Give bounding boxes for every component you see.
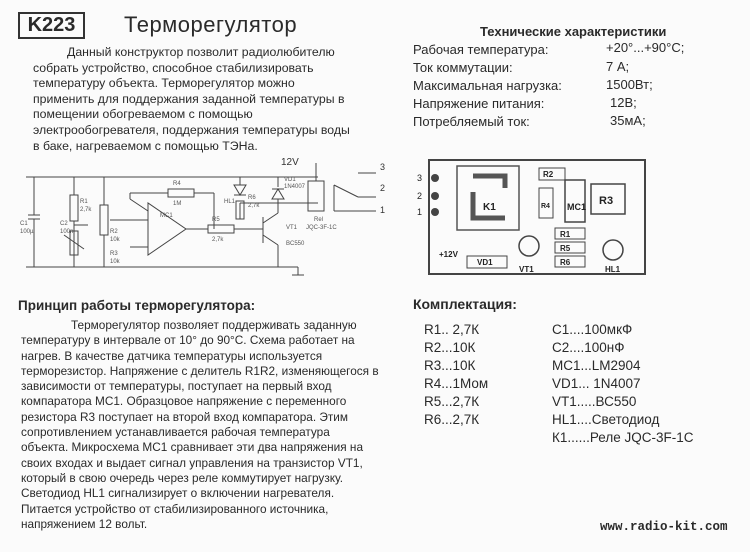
kit-item: VD1... 1N4007 xyxy=(552,376,641,391)
spec-value: 7 А; xyxy=(606,59,630,74)
principle-line: напряжением 12 вольт. xyxy=(21,516,148,531)
pcb-terminal: 3 xyxy=(417,173,422,183)
schematic-label: JQC-3F-1C xyxy=(306,225,337,231)
terminal-label: 3 xyxy=(380,162,385,172)
principle-line: резистора R3 поступает на второй вход ко… xyxy=(21,409,348,424)
spec-value: +20°...+90°С; xyxy=(606,40,685,55)
schematic-label: VT1 xyxy=(286,225,298,231)
schematic-label: 2,7k xyxy=(212,237,224,243)
pcb-label: R3 xyxy=(599,195,613,207)
kit-item: R5...2,7К xyxy=(424,394,480,409)
intro-line: помещении обогреваемом с помощью xyxy=(33,107,253,122)
kit-item: R6...2,7К xyxy=(424,412,480,427)
schematic-label: 2,7k xyxy=(80,207,92,213)
kit-item: С2....100нФ xyxy=(552,340,625,355)
supply-label: 12V xyxy=(281,157,299,168)
pcb-label: R1 xyxy=(560,230,571,239)
intro-line: в баке, нагреваемом с помощью ТЭНа. xyxy=(33,138,258,153)
schematic-label: Rel xyxy=(314,217,323,223)
schematic-label: 2,7k xyxy=(248,203,260,209)
kit-item: R2...10К xyxy=(424,340,476,355)
kit-item: С1....100мкФ xyxy=(552,322,633,337)
principle-heading: Принцип работы терморегулятора: xyxy=(18,298,256,313)
schematic-label: R3 xyxy=(110,251,118,257)
kit-item: R3...10К xyxy=(424,358,476,373)
principle-line: терморезистор. Напряжение с делитель R1R… xyxy=(21,363,379,378)
principle-line: температуру в интервале от 10° до 90°С. … xyxy=(21,333,355,348)
principle-line: сопротивлением устанавливается рабочая т… xyxy=(21,425,330,440)
spec-label: Рабочая температура: xyxy=(413,42,549,57)
kit-item: R4...1Мом xyxy=(424,376,489,391)
schematic-label: MC1 xyxy=(160,213,173,219)
spec-value: 1500Вт; xyxy=(606,77,653,92)
terminal-label: 1 xyxy=(380,205,385,215)
principle-line: Питается устройство от стабилизированног… xyxy=(21,501,329,516)
terminal-label: 2 xyxy=(380,183,385,193)
principle-line: зависимости от температуры, поступает на… xyxy=(21,379,332,394)
pcb-label: VD1 xyxy=(477,258,493,267)
schematic-label: BC550 xyxy=(286,241,305,247)
pcb-label: R6 xyxy=(560,258,571,267)
pcb-layout: 3 2 1 R2 MC1 R3 R1 R5 R6 K1 VD1 VT1 HL1 … xyxy=(417,159,646,275)
principle-line: компаратора МС1. Образцовое напряжение с… xyxy=(21,394,347,409)
intro-line: электрообогревателя, поддержания темпера… xyxy=(33,122,350,137)
schematic-label: 10k xyxy=(110,259,121,265)
principle-line: Светодиод HL1 сигнализирует о включении … xyxy=(21,486,335,501)
kit-item: R1.. 2,7К xyxy=(424,322,480,337)
kit-item: HL1....Светодиод xyxy=(552,412,660,427)
spec-value: 12В; xyxy=(610,95,637,110)
principle-line: своих входах и выдает сигнал управления … xyxy=(21,455,363,470)
intro-line: собрать устройство, способное стабилизир… xyxy=(33,60,314,75)
kit-code-box: K223 xyxy=(18,12,85,39)
schematic-label: R5 xyxy=(212,217,220,223)
schematic-label: C2 xyxy=(60,221,68,227)
circuit-schematic: R4 1M R1 2,7k C1 100µ C2 100n R2 10k R3 … xyxy=(20,157,385,276)
schematic-label: 100µ xyxy=(20,229,34,235)
intro-line: применить для поддержания заданной темпе… xyxy=(33,91,345,106)
schematic-label: R2 xyxy=(110,229,118,235)
schematic-label: HL1 xyxy=(224,199,236,205)
schematic-label: 10k xyxy=(110,237,121,243)
pcb-label: K1 xyxy=(483,202,496,213)
schematic-label: 1N4007 xyxy=(284,184,306,190)
pcb-label: VT1 xyxy=(519,265,534,274)
schematic-label: C1 xyxy=(20,221,28,227)
pcb-label: R4 xyxy=(541,203,550,210)
schematic-label: R4 xyxy=(173,181,181,187)
pcb-terminal: 1 xyxy=(417,207,422,217)
kit-item: К1......Реле JQC-3F-1C xyxy=(552,430,694,445)
pcb-terminal: 2 xyxy=(417,191,422,201)
principle-line: который в свою очередь через реле коммут… xyxy=(21,470,344,485)
pcb-label: MC1 xyxy=(567,202,586,212)
intro-paragraph: Данный конструктор позволит радиолюбител… xyxy=(33,45,375,154)
principle-line: нагрев. В качестве датчика температуры и… xyxy=(21,348,323,363)
schematic-label: 100n xyxy=(60,229,73,235)
spec-value: 35мА; xyxy=(610,113,646,128)
principle-line: объекта. Микросхема МС1 сравнивает эти д… xyxy=(21,440,363,455)
website-link[interactable]: www.radio-kit.com xyxy=(600,520,728,534)
spec-label: Ток коммутации: xyxy=(413,60,513,75)
spec-label: Потребляемый ток: xyxy=(413,114,530,129)
intro-line: Данный конструктор позволит радиолюбител… xyxy=(67,45,335,59)
page-title: Терморегулятор xyxy=(124,12,298,37)
spec-label: Максимальная нагрузка: xyxy=(413,78,562,93)
schematic-label: R1 xyxy=(80,199,88,205)
principle-line: Терморегулятор позволяет поддерживать за… xyxy=(71,318,357,332)
kit-heading: Комплектация: xyxy=(413,296,517,312)
intro-line: температуру объекта. Терморегулятор можн… xyxy=(33,76,295,91)
pcb-label: +12V xyxy=(439,250,459,259)
kit-item: МС1...LM2904 xyxy=(552,358,641,373)
kit-code: K223 xyxy=(27,14,76,36)
schematic-label: VD1 xyxy=(284,177,296,183)
pcb-label: HL1 xyxy=(605,265,621,274)
principle-paragraph: Терморегулятор позволяет поддерживать за… xyxy=(21,318,381,532)
pcb-label: R5 xyxy=(560,244,571,253)
specs-heading: Технические характеристики xyxy=(480,24,667,39)
spec-label: Напряжение питания: xyxy=(413,96,545,111)
schematic-label: R6 xyxy=(248,195,256,201)
pcb-label: R2 xyxy=(543,170,554,179)
kit-item: VT1.....ВС550 xyxy=(552,394,637,409)
schematic-label: 1M xyxy=(173,201,181,207)
